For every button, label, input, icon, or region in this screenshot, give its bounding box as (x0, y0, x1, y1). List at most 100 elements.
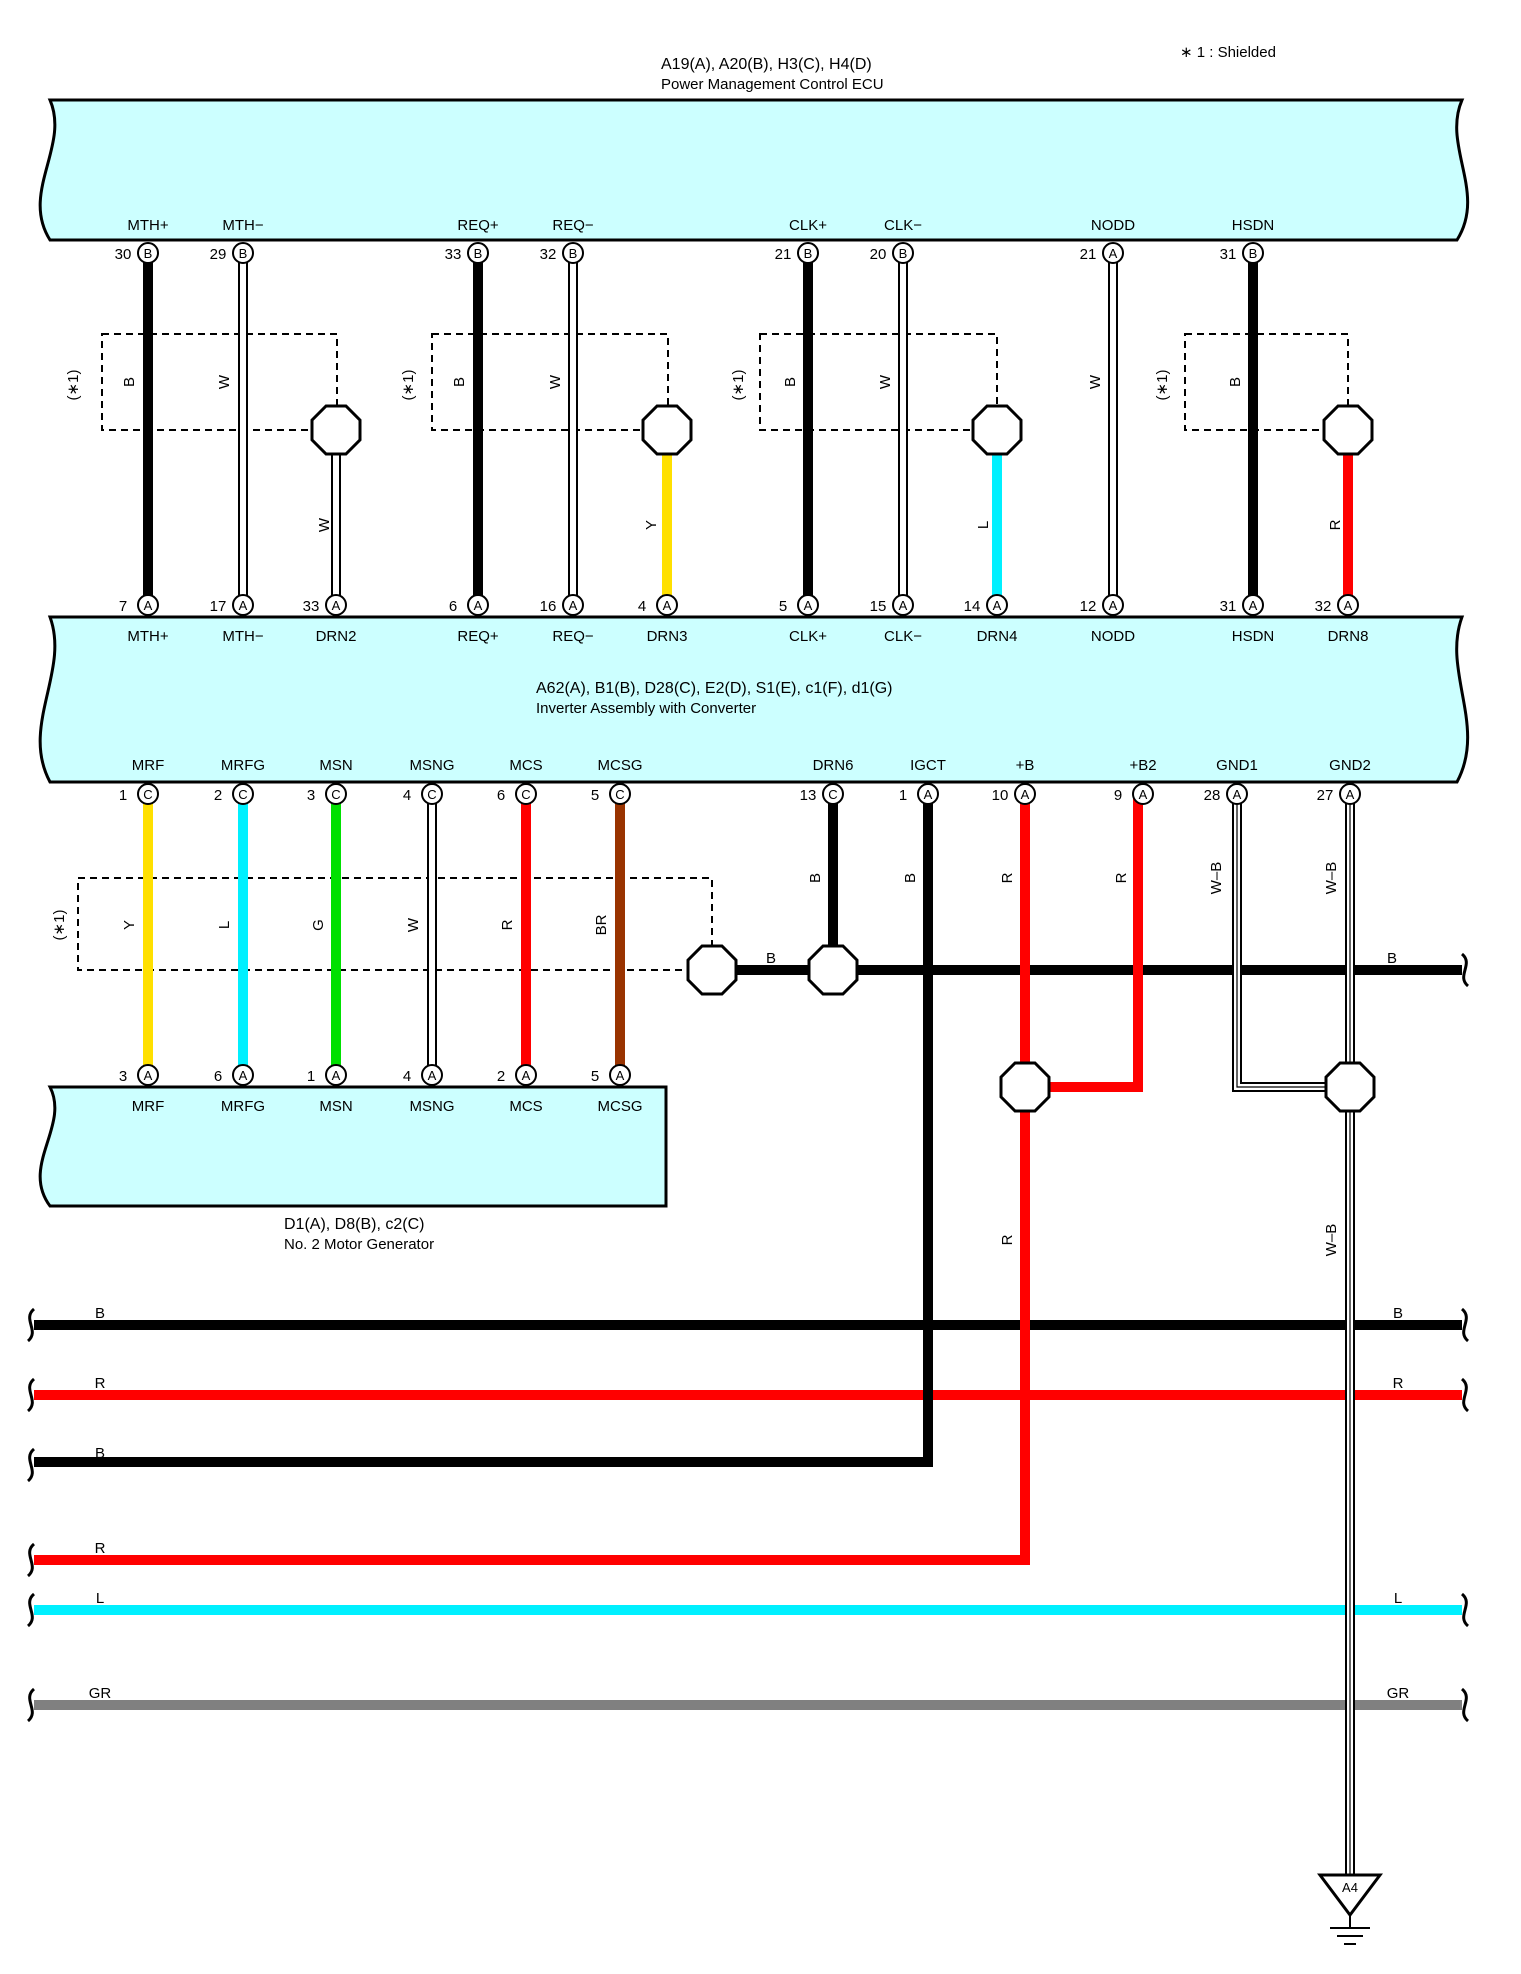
inv-top-pin-number: 16 (540, 598, 557, 615)
inv-top-pin (562, 594, 584, 616)
inv-bottom-pin-name: DRN6 (813, 757, 854, 774)
mg2-pin (609, 1064, 631, 1086)
hline-label-right: GR (1387, 1685, 1410, 1702)
inv-bottom-pin-letter: C (521, 787, 530, 802)
inv-top-pin-name: DRN8 (1328, 628, 1369, 645)
ecu-pin-name: MTH+ (127, 217, 168, 234)
inv-top-pin-number: 7 (119, 598, 127, 615)
inv-bottom-pin-letter: A (1139, 787, 1148, 802)
break-right-bus (1460, 952, 1470, 988)
inv-bottom-pin-name: IGCT (910, 757, 946, 774)
inv-top-pin-name: DRN4 (977, 628, 1018, 645)
break-left (26, 1687, 36, 1723)
break-left (26, 1307, 36, 1343)
inv-bottom-pin (1339, 783, 1361, 805)
wire-color-label: W (877, 374, 894, 389)
mg2-box (38, 1085, 668, 1208)
shield-box-1 (431, 333, 669, 431)
wire-color-label: BR (593, 914, 610, 935)
break-left (26, 1592, 36, 1628)
hline-label-left: R (95, 1375, 106, 1392)
inv-top-pin-number: 6 (449, 598, 457, 615)
inv-bottom-pin-number: 13 (800, 787, 817, 804)
mg2-pin-name: MRFG (221, 1098, 265, 1115)
inv-top-pin-name: REQ+ (457, 628, 499, 645)
inv-top-pin (892, 594, 914, 616)
ecu-box (38, 98, 1470, 242)
hline-label-left: B (95, 1445, 105, 1462)
mg2-pin-letter: A (332, 1068, 341, 1083)
inv-bottom-pin-name: +B2 (1129, 757, 1156, 774)
shield-label: (∗1) (1154, 370, 1171, 401)
inv-bottom-pin-number: 6 (497, 787, 505, 804)
inv-bottom-pin-name: GND1 (1216, 757, 1258, 774)
ecu-pin (1102, 242, 1124, 264)
wire-color-label: W (1087, 374, 1104, 389)
ecu-pin-letter: B (239, 246, 248, 261)
inv-top-pin-name: NODD (1091, 628, 1135, 645)
inv-bottom-pin (515, 783, 537, 805)
mg2-pin-number: 1 (307, 1068, 315, 1085)
wire-color-label: B (807, 873, 824, 883)
connector-boxes-layer (38, 98, 1470, 1208)
ecu-connector-name: Power Management Control ECU (661, 76, 884, 93)
mg2-pin (515, 1064, 537, 1086)
inv-top-pin (1102, 594, 1124, 616)
inv-bottom-pin-letter: C (828, 787, 837, 802)
inv-bottom-pin-number: 4 (403, 787, 411, 804)
shield-joint-mg2 (686, 944, 738, 996)
inv-bottom-pin (232, 783, 254, 805)
inv-top-pin-number: 15 (870, 598, 887, 615)
ecu-pin-name: REQ+ (457, 217, 499, 234)
shield-joint-2 (971, 404, 1023, 456)
shield-box-mg2 (77, 877, 713, 971)
wires-layer (34, 253, 1462, 1890)
inv-top-pin-number: 32 (1315, 598, 1332, 615)
inv-top-pin (656, 594, 678, 616)
inv-top-pin-letter: A (899, 598, 908, 613)
inv-top-pin-letter: A (474, 598, 483, 613)
mg2-pin-name: MCSG (598, 1098, 643, 1115)
inv-bottom-pin (137, 783, 159, 805)
wire-plus-B2 (1025, 794, 1143, 1092)
inv-bottom-pin-letter: A (924, 787, 933, 802)
mg2-connector-code: D1(A), D8(B), c2(C) (284, 1216, 424, 1233)
mg2-pin-number: 6 (214, 1068, 222, 1085)
inverter-connector-code: A62(A), B1(B), D28(C), E2(D), S1(E), c1(… (536, 680, 893, 697)
inv-bottom-pin-number: 5 (591, 787, 599, 804)
inv-top-pin (1242, 594, 1264, 616)
mg2-pin-number: 3 (119, 1068, 127, 1085)
wire-IGCT (34, 794, 933, 1467)
mg2-pin (421, 1064, 443, 1086)
wire-color-label: L (216, 921, 233, 929)
mg2-pin-number: 2 (497, 1068, 505, 1085)
inv-top-pin-name: DRN3 (647, 628, 688, 645)
wire-color-label: W–B (1208, 862, 1225, 895)
inv-bottom-pin (1132, 783, 1154, 805)
inv-top-pin (986, 594, 1008, 616)
inv-bottom-pin-letter: A (1346, 787, 1355, 802)
ecu-pin-number: 21 (1080, 246, 1097, 263)
ecu-pin-name: HSDN (1232, 217, 1275, 234)
shield-label: (∗1) (730, 370, 747, 401)
inv-bottom-pin-letter: C (615, 787, 624, 802)
shield-box-0 (101, 333, 338, 431)
joint-GND (1324, 1061, 1376, 1113)
ecu-pin-name: REQ− (552, 217, 594, 234)
ecu-pin-number: 33 (445, 246, 462, 263)
wire-color-label: R (1327, 519, 1344, 530)
break-right (1460, 1377, 1470, 1413)
wire-color-label: W–B (1323, 1224, 1340, 1257)
inv-top-pin-letter: A (993, 598, 1002, 613)
break-left (26, 1377, 36, 1413)
inv-bottom-pin-name: MRFG (221, 757, 265, 774)
shield-label: (∗1) (400, 370, 417, 401)
ecu-pin (562, 242, 584, 264)
ecu-pin-letter: B (1249, 246, 1258, 261)
hline-label-right: R (1393, 1375, 1404, 1392)
wire-color-label: B (121, 377, 138, 387)
ecu-pin-letter: B (144, 246, 153, 261)
inv-top-pin-name: CLK− (884, 628, 922, 645)
